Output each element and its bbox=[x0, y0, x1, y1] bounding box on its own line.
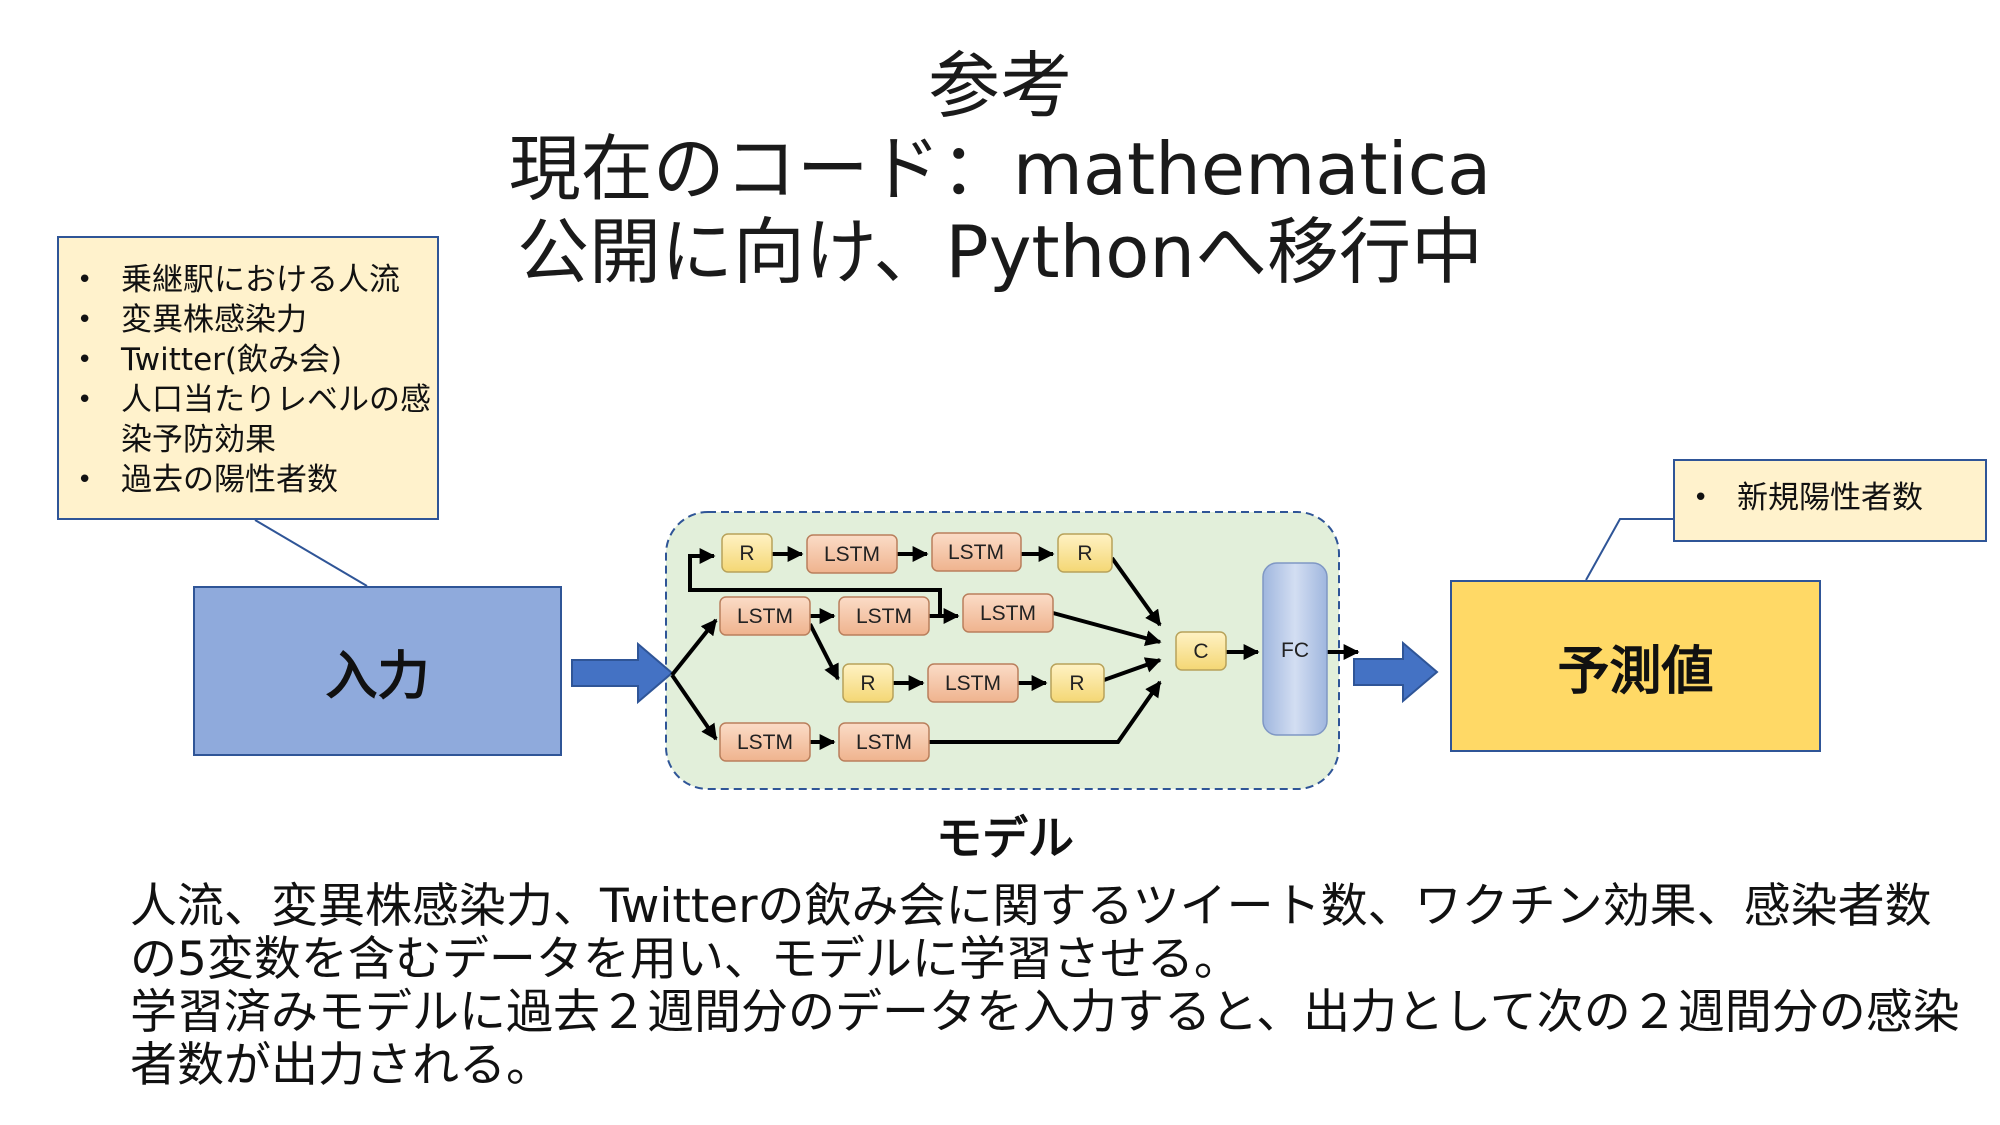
node-label: LSTM bbox=[824, 543, 880, 566]
output-callout-leader bbox=[1585, 518, 1673, 581]
conn-r-top-2-to-c bbox=[1110, 556, 1162, 627]
input-callout-leader bbox=[254, 519, 368, 587]
node-lstm-top-1: LSTM bbox=[806, 534, 898, 574]
prediction-box: 予測値 bbox=[1450, 580, 1821, 752]
node-lstm-top-2: LSTM bbox=[931, 532, 1022, 572]
node-label: LSTM bbox=[737, 605, 793, 628]
conn-lstm-b4-2-to-c bbox=[929, 680, 1162, 744]
conn-r-b3-2-to-c bbox=[1103, 657, 1162, 682]
title-line-3: 公開に向け、Pythonへ移行中 bbox=[517, 210, 1483, 294]
node-label: C bbox=[1193, 640, 1208, 663]
input-to-model-arrow bbox=[571, 641, 674, 705]
output-variable-callout: 新規陽性者数 bbox=[1673, 459, 1987, 542]
node-label: LSTM bbox=[980, 602, 1036, 625]
node-concat: C bbox=[1175, 631, 1227, 671]
model-region bbox=[665, 511, 1340, 790]
description-paragraph-2: 学習済みモデルに過去２週間分のデータを入力すると、出力として次の２週間分の感染者… bbox=[130, 985, 1960, 1093]
node-lstm-b4-1: LSTM bbox=[719, 722, 811, 762]
input-variable-item: 人口当たりレベルの感染予防効果 bbox=[59, 380, 437, 460]
node-label: LSTM bbox=[737, 731, 793, 754]
node-label: LSTM bbox=[856, 731, 912, 754]
node-lstm-b2-1: LSTM bbox=[719, 596, 811, 636]
node-label: R bbox=[739, 542, 754, 565]
input-box: 入力 bbox=[193, 586, 562, 756]
input-variable-item: 過去の陽性者数 bbox=[59, 460, 437, 500]
node-label: FC bbox=[1281, 639, 1309, 662]
title-line-2: 現在のコード：mathematica bbox=[508, 127, 1492, 211]
node-label: R bbox=[1077, 542, 1092, 565]
node-label: LSTM bbox=[945, 672, 1001, 695]
input-variable-item: Twitter(飲み会) bbox=[59, 340, 437, 380]
description: 人流、変異株感染力、Twitterの飲み会に関するツイート数、ワクチン効果、感染… bbox=[130, 880, 1970, 1092]
output-variable-item: 新規陽性者数 bbox=[1675, 478, 1985, 518]
node-r-top-2: R bbox=[1057, 533, 1113, 573]
model-connectors bbox=[670, 546, 1360, 750]
node-lstm-b4-2: LSTM bbox=[838, 722, 930, 762]
node-label: LSTM bbox=[856, 605, 912, 628]
node-r-b3-2: R bbox=[1050, 663, 1105, 703]
node-label: R bbox=[1069, 672, 1084, 695]
conn-lstm-b2-3-to-c bbox=[1052, 611, 1162, 646]
split-to-branch-2 bbox=[670, 618, 718, 677]
model-to-prediction-arrow bbox=[1353, 640, 1439, 704]
node-fc: FC bbox=[1262, 562, 1328, 736]
node-r-top-1: R bbox=[721, 533, 773, 573]
input-variable-item: 乗継駅における人流 bbox=[59, 260, 437, 300]
conn-to-r-top-1 bbox=[688, 548, 942, 616]
node-lstm-b3-1: LSTM bbox=[927, 663, 1019, 703]
node-lstm-b2-2: LSTM bbox=[838, 596, 930, 636]
input-variables-callout: 乗継駅における人流 変異株感染力 Twitter(飲み会) 人口当たりレベルの感… bbox=[57, 236, 439, 520]
input-variable-item: 変異株感染力 bbox=[59, 300, 437, 340]
node-r-b3-1: R bbox=[842, 663, 894, 703]
node-label: R bbox=[860, 672, 875, 695]
description-paragraph-1: 人流、変異株感染力、Twitterの飲み会に関するツイート数、ワクチン効果、感染… bbox=[130, 879, 1932, 987]
model-caption: モデル bbox=[936, 811, 1074, 865]
node-label: LSTM bbox=[948, 541, 1004, 564]
split-to-branch-4 bbox=[670, 673, 718, 741]
title-line-1: 参考 bbox=[927, 44, 1072, 128]
node-lstm-b2-3: LSTM bbox=[962, 593, 1054, 633]
conn-lstm-b2-1-to-r-b3 bbox=[808, 623, 840, 681]
